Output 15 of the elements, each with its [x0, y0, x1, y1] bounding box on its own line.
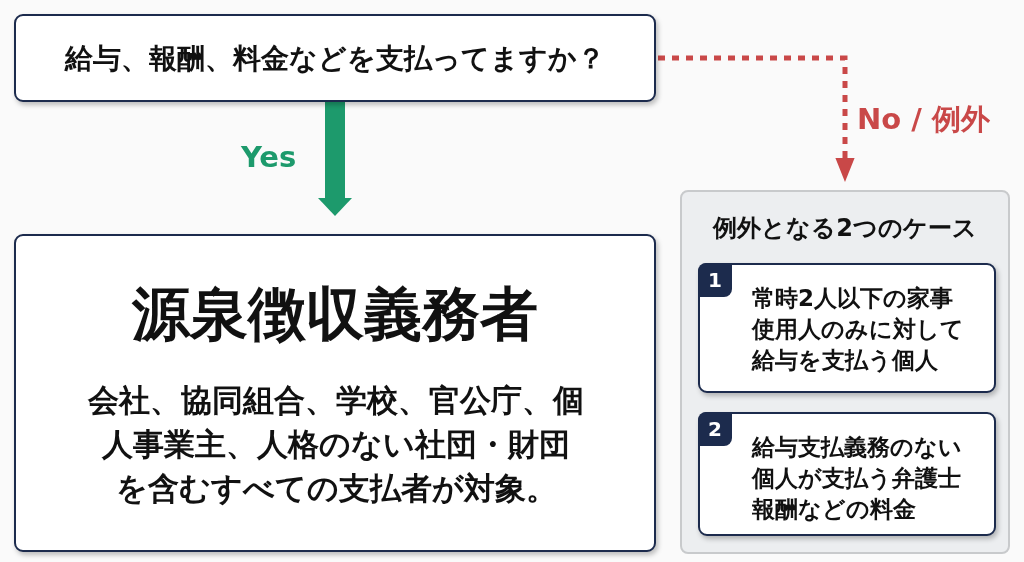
question-text: 給与、報酬、料金などを支払ってますか？ [63, 41, 606, 77]
case-text: 給与支払義務のない個人が支払う弁護士報酬などの料金 [752, 433, 963, 524]
panel-heading: 例外となる2つのケース [711, 213, 978, 244]
arrow [318, 102, 352, 217]
question-box [14, 14, 656, 102]
case-box [698, 412, 996, 536]
result-box [14, 234, 656, 552]
number-badge: 1 [698, 263, 732, 297]
case-box [698, 263, 996, 393]
arrow [658, 55, 855, 182]
number-badge: 2 [698, 412, 732, 446]
description-text: 会社、協同組合、学校、官公庁、個人事業主、人格のない社団・財団を含むすべての支払者が対象。 [88, 381, 584, 508]
case-text: 常時2人以下の家事使用人のみに対して給与を支払う個人 [752, 284, 964, 375]
exception-panel [680, 190, 1010, 554]
title-text: 源泉徴収義務者 [130, 279, 539, 350]
